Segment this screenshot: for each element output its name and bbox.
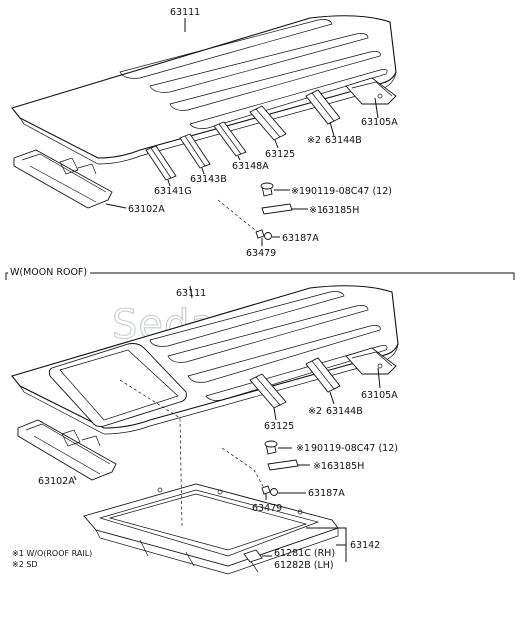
label-lower-clip-rh: 61281C (RH) <box>274 548 335 559</box>
roof-bow-141g-upper <box>145 145 177 181</box>
label-upper-bow-148a: 63148A <box>232 161 269 172</box>
label-upper-bow-144b: 63144B <box>325 135 362 146</box>
label-upper-bow-144b-mark: ※2 <box>307 135 321 146</box>
roof-bow-125-lower <box>249 373 287 409</box>
sunroof-housing <box>83 483 339 575</box>
grommet-lower <box>261 485 271 495</box>
label-lower-bow-125: 63125 <box>264 421 294 432</box>
label-upper-bracket: 63185H <box>322 205 359 216</box>
label-lower-bolt-mark: ※1 <box>296 443 310 454</box>
roof-bow-144b-lower <box>305 357 341 393</box>
label-lower-roof-panel: 63111 <box>176 288 206 299</box>
bracket-upper <box>261 203 293 215</box>
bolt-lower <box>264 440 278 455</box>
clip-lower <box>270 488 278 496</box>
label-upper-front-rail: 63102A <box>128 204 165 215</box>
front-rail-lower <box>17 419 117 481</box>
front-rail-upper <box>13 149 113 209</box>
bracket-lower <box>267 459 299 471</box>
moon-roof-section-title: W(MOON ROOF) <box>10 267 87 278</box>
label-lower-front-rail: 63102A <box>38 476 75 487</box>
rear-rail-lower <box>345 347 397 375</box>
roof-panel-upper <box>11 15 397 165</box>
label-upper-bow-143b: 63143B <box>190 174 227 185</box>
label-upper-bow-141g: 63141G <box>154 186 192 197</box>
label-lower-bow-144b-mark: ※2 <box>308 406 322 417</box>
label-upper-bolt-mark: ※1 <box>291 186 305 197</box>
label-upper-bolt: 90119-08C47 (12) <box>305 186 392 197</box>
label-lower-grommet: 63479 <box>252 503 282 514</box>
roof-bow-125-upper <box>249 105 287 141</box>
label-upper-bow-125: 63125 <box>265 149 295 160</box>
label-upper-bracket-mark: ※1 <box>309 205 323 216</box>
label-lower-housing: 63142 <box>350 540 380 551</box>
label-lower-bolt: 90119-08C47 (12) <box>311 443 398 454</box>
bolt-upper <box>260 182 274 197</box>
clip-rh-lh <box>243 549 263 563</box>
rear-rail-upper <box>345 77 397 105</box>
upper-section: 63111 63105A ※2 63144B 63125 63148A 6314… <box>11 7 398 259</box>
label-lower-bracket-mark: ※1 <box>313 461 327 472</box>
roof-bow-143b-upper <box>179 133 211 169</box>
label-upper-rear-rail: 63105A <box>361 117 398 128</box>
label-lower-bracket: 63185H <box>327 461 364 472</box>
label-upper-clip: 63187A <box>282 233 319 244</box>
label-upper-roof-panel: 63111 <box>170 7 200 18</box>
footnote-2: ※2 SD <box>12 560 38 569</box>
label-lower-bow-144b: 63144B <box>326 406 363 417</box>
roof-bow-148a-upper <box>213 121 247 157</box>
label-lower-clip-lh: 61282B (LH) <box>274 560 334 571</box>
roof-bow-144b-upper <box>305 89 341 125</box>
moon-roof-section-frame: W(MOON ROOF) <box>5 266 515 280</box>
lower-section: 63111 63105A ※2 63144B 63125 63102A ※1 9… <box>11 285 399 575</box>
roof-panel-lower <box>11 285 399 435</box>
label-lower-clip: 63187A <box>308 488 345 499</box>
label-lower-rear-rail: 63105A <box>361 390 398 401</box>
label-upper-grommet: 63479 <box>246 248 276 259</box>
footnote-1: ※1 W/O(ROOF RAIL) <box>12 549 92 558</box>
clip-upper <box>264 232 272 240</box>
